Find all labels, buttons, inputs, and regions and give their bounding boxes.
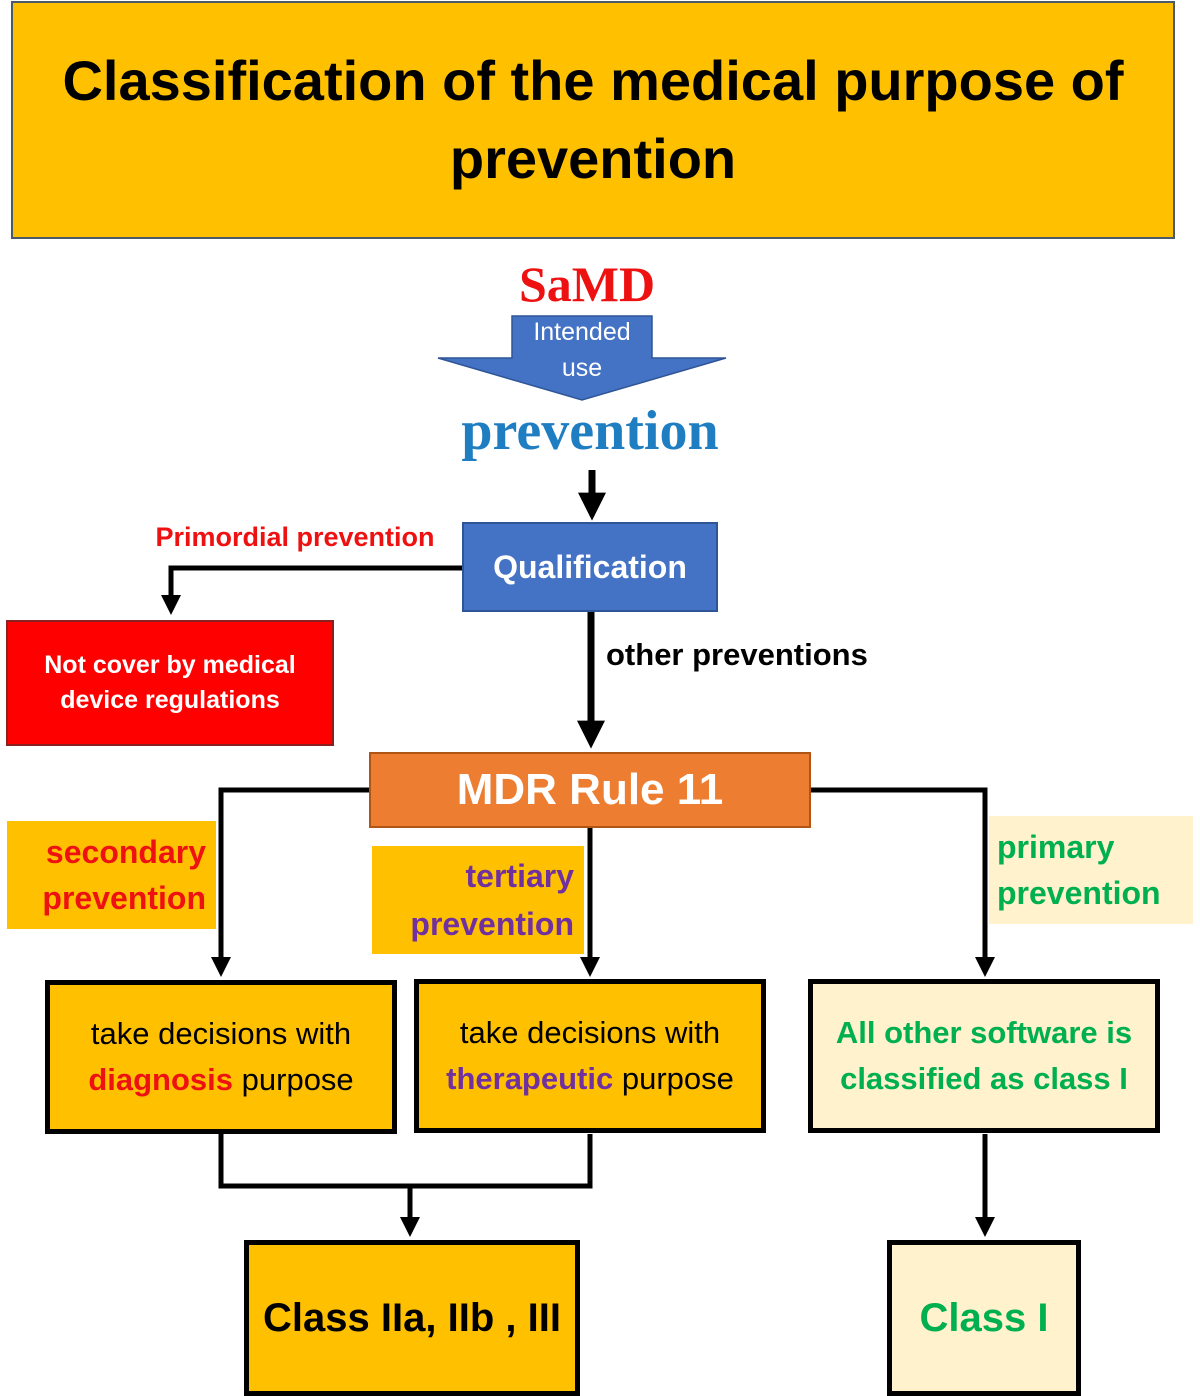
samd-label: SaMD (518, 256, 656, 312)
primary-line1: primary (997, 829, 1115, 865)
other-software-box: All other software is classified as clas… (808, 979, 1160, 1133)
class-one-label: Class I (919, 1295, 1049, 1340)
prevention-heading: prevention (461, 400, 719, 462)
therapeutic-rest: purpose (613, 1061, 734, 1096)
intended-use-line1: Intended (533, 318, 631, 346)
mdr-rule-box: MDR Rule 11 (369, 752, 811, 828)
therapeutic-decision-box: take decisions with therapeutic purpose (414, 979, 766, 1133)
qualification-box: Qualification (462, 522, 718, 612)
class-high-label: Class IIa, IIb , III (263, 1295, 561, 1340)
intended-use-label: Intended use (486, 314, 678, 386)
class-high-box: Class IIa, IIb , III (244, 1240, 580, 1396)
other-preventions-label: other preventions (606, 637, 868, 672)
arrow-qualification-to-not-cover (161, 565, 462, 615)
not-cover-box: Not cover by medical device regulations (6, 620, 334, 746)
therapeutic-line1: take decisions with (459, 1015, 721, 1050)
other-software-line1: All other software is (835, 1015, 1133, 1050)
tertiary-line2: prevention (410, 906, 574, 942)
diagnosis-line1: take decisions with (90, 1016, 352, 1051)
not-cover-line2: device regulations (60, 686, 280, 714)
tertiary-prevention-label: tertiary prevention (372, 846, 584, 954)
mdr-rule-label: MDR Rule 11 (456, 765, 724, 814)
therapeutic-highlight: therapeutic (446, 1061, 614, 1096)
diagnosis-rest: purpose (233, 1062, 354, 1097)
qualification-label: Qualification (493, 548, 687, 585)
arrow-mdr-to-other-software (811, 787, 995, 977)
tertiary-line1: tertiary (465, 858, 575, 894)
diagnosis-decision-box: take decisions with diagnosis purpose (45, 980, 397, 1134)
connector-merge (218, 1134, 593, 1189)
not-cover-line1: Not cover by medical (44, 651, 296, 679)
secondary-line1: secondary (45, 834, 206, 870)
page-title-text: Classification of the medical purpose of… (62, 49, 1124, 190)
intended-use-arrow (437, 315, 727, 401)
primordial-prevention-label: Primordial prevention (155, 521, 435, 552)
class-one-box: Class I (887, 1240, 1081, 1396)
primary-line2: prevention (997, 875, 1161, 911)
other-software-line2: classified as class I (840, 1061, 1128, 1096)
secondary-prevention-label: secondary prevention (7, 821, 216, 929)
primary-prevention-label: primary prevention (989, 816, 1193, 924)
diagnosis-highlight: diagnosis (88, 1062, 234, 1097)
arrow-mdr-to-diagnosis (211, 787, 369, 977)
page-title: Classification of the medical purpose of… (11, 1, 1175, 239)
secondary-line2: prevention (42, 880, 206, 916)
intended-use-line2: use (561, 354, 603, 382)
